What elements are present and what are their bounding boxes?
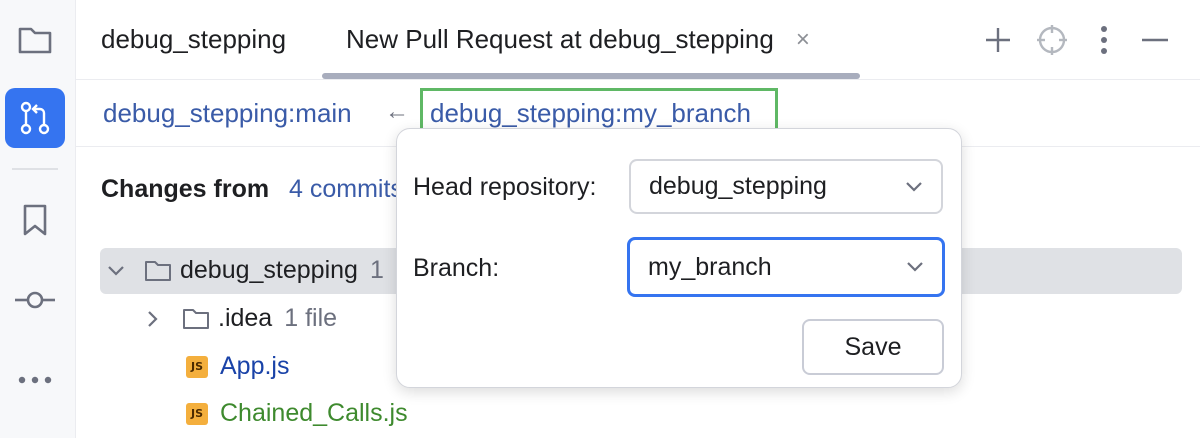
bookmarks-tool-button[interactable] [5,190,65,250]
chevron-right-icon [148,310,158,327]
tree-root-name: debug_stepping [180,256,358,284]
tab-label: New Pull Request at debug_stepping [346,24,774,54]
folder-icon [183,308,209,329]
commit-icon [15,291,55,309]
tab-new-pull-request[interactable]: New Pull Request at debug_stepping × [346,0,810,79]
bookmark-icon [23,204,47,236]
close-tab-icon[interactable]: × [795,25,810,53]
more-vertical-icon [1101,26,1107,54]
javascript-file-icon: JS [186,355,208,378]
pull-request-icon [20,101,50,135]
branch-selector-row: debug_stepping:main ← debug_stepping:my_… [76,80,1200,147]
more-horizontal-icon [18,376,52,384]
active-tab-indicator [322,73,860,79]
tab-debug-stepping[interactable]: debug_stepping [101,0,286,79]
tree-root-row[interactable]: debug_stepping 1 [106,256,384,285]
branch-label: Branch: [413,254,500,282]
javascript-file-icon: JS [186,402,208,425]
tree-idea-count: 1 file [284,304,338,332]
tree-idea-row[interactable]: .idea 1 file [146,304,337,333]
minimize-icon [1142,38,1168,42]
tree-file-name: App.js [220,352,290,380]
tree-file-chained-calls[interactable]: JS Chained_Calls.js [186,399,408,428]
arrow-left-icon: ← [385,98,409,125]
tab-actions [970,0,1200,79]
commit-tool-button[interactable] [5,270,65,330]
head-repository-value: debug_stepping [649,172,827,200]
tab-label: debug_stepping [101,24,287,54]
branch-select[interactable]: my_branch [627,237,945,297]
chevron-down-icon [108,265,124,276]
tab-bar: debug_stepping New Pull Request at debug… [76,0,1200,80]
minimize-button[interactable] [1135,20,1175,60]
tree-idea-name: .idea [218,304,273,332]
head-repository-select[interactable]: debug_stepping [629,159,943,214]
head-branch-link[interactable]: debug_stepping:my_branch [430,97,751,128]
folder-icon [145,260,171,281]
add-button[interactable] [978,20,1018,60]
branch-value: my_branch [648,252,772,281]
locate-button[interactable] [1032,20,1072,60]
tree-root-count: 1 [369,256,384,284]
tree-file-name: Chained_Calls.js [220,399,408,427]
add-icon [986,28,1010,52]
commits-link[interactable]: 4 commits [289,175,403,203]
folder-icon [18,27,52,54]
tool-strip [0,0,76,438]
options-button[interactable] [1084,20,1124,60]
changes-heading: Changes from [101,175,270,203]
project-tool-button[interactable] [5,10,65,70]
tree-file-app[interactable]: JS App.js [186,352,289,381]
save-button[interactable]: Save [802,319,944,375]
pull-requests-tool-button[interactable] [5,88,65,148]
chevron-down-icon [906,181,922,192]
target-icon [1037,25,1067,55]
head-branch-popup: Head repository: debug_stepping Branch: … [396,128,962,388]
head-repository-label: Head repository: [413,173,597,201]
tool-separator [12,168,58,170]
base-branch-link[interactable]: debug_stepping:main [103,97,352,128]
more-tools-button[interactable] [5,350,65,410]
chevron-down-icon [907,262,923,272]
